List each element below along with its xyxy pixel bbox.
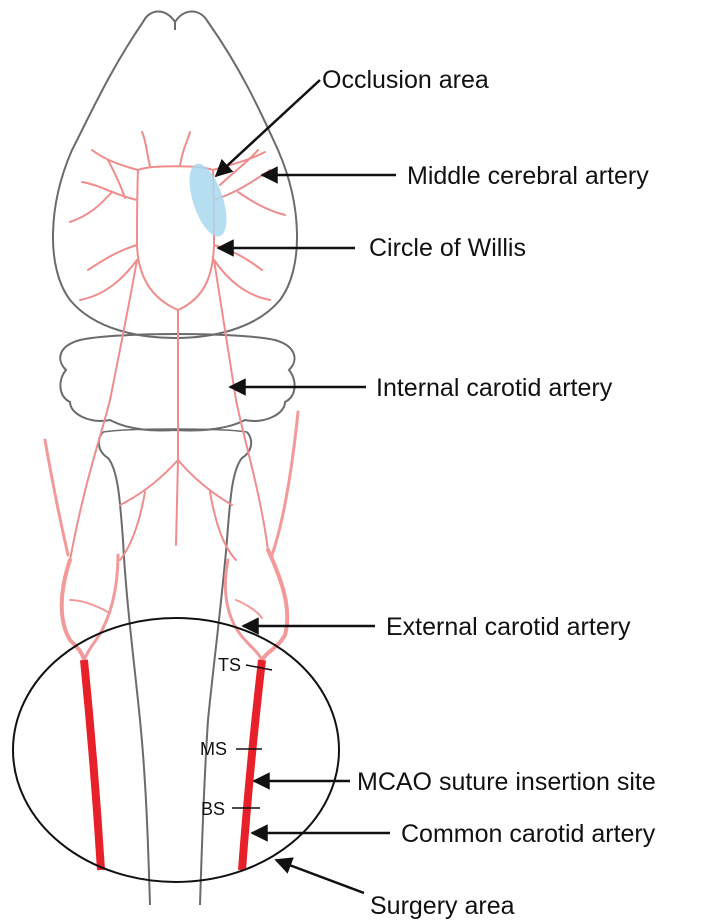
external-carotid-arteries [45, 412, 298, 660]
label-occlusion-area: Occlusion area [322, 66, 489, 94]
arrow-occlusion [216, 80, 320, 176]
label-middle-cerebral-artery: Middle cerebral artery [407, 162, 649, 190]
label-surgery-area: Surgery area [370, 892, 515, 920]
cerebrum-outline [53, 12, 297, 339]
cerebral-arteries [70, 132, 285, 560]
arrow-surgery [276, 860, 364, 893]
label-circle-of-willis: Circle of Willis [369, 234, 526, 262]
surgery-area-ellipse [13, 618, 339, 882]
site-label-bs: BS [201, 799, 225, 819]
label-common-carotid-artery: Common carotid artery [401, 820, 656, 848]
label-external-carotid-artery: External carotid artery [386, 613, 631, 641]
common-carotid-arteries [84, 660, 262, 870]
label-mcao-suture-insertion-site: MCAO suture insertion site [357, 768, 656, 796]
occlusion-area-shape [182, 159, 234, 241]
site-label-ms: MS [200, 739, 227, 759]
site-label-ts: TS [218, 655, 241, 675]
label-internal-carotid-artery: Internal carotid artery [376, 374, 613, 402]
